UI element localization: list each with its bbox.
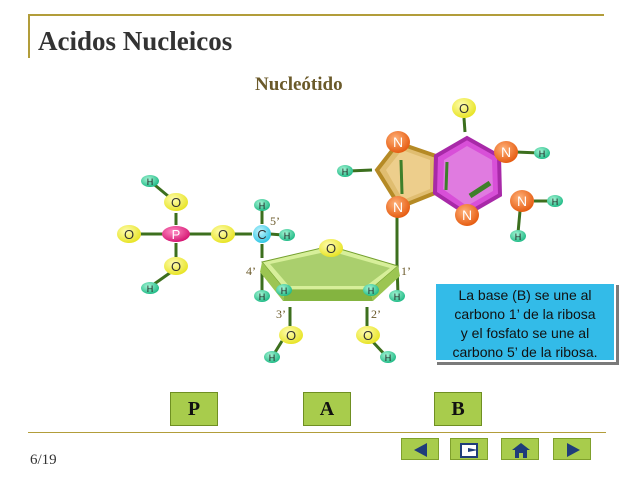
return-icon (460, 443, 478, 458)
slide-title: Acidos Nucleicos (38, 26, 233, 56)
oxygen-atom (211, 225, 235, 243)
hydrogen-atom (254, 199, 270, 211)
oxygen-atom (279, 326, 303, 344)
nitrogen-atom (386, 131, 410, 153)
base-button[interactable]: B (434, 392, 482, 426)
carbon-4-label: 4’ (246, 264, 256, 278)
atom-label-o: O (286, 328, 296, 343)
note-line: carbono 5’ de la ribosa. (452, 344, 598, 360)
atom-label-n: N (517, 193, 527, 209)
home-icon (512, 443, 530, 458)
oxygen-atom (356, 326, 380, 344)
atom-label-n: N (393, 199, 403, 215)
atom-label-h: H (385, 353, 392, 363)
phosphorus-atom (162, 226, 190, 242)
page-indicator: 6/19 (30, 452, 57, 468)
left-accent-bar (28, 14, 30, 58)
carbon-1-label: 1’ (401, 264, 411, 278)
atom-label-h: H (552, 197, 559, 207)
nitrogen-atom (494, 141, 518, 163)
oxygen-atom (164, 257, 188, 275)
hydrogen-atom (264, 351, 280, 363)
atom-label-n: N (501, 144, 511, 160)
atom-label-o: O (326, 241, 336, 256)
nitrogen-atom (455, 204, 479, 226)
hydrogen-atom (276, 284, 292, 296)
atom-label-n: N (462, 207, 472, 223)
atom-label-h: H (259, 201, 266, 211)
atom-label-p: P (172, 227, 181, 242)
atom-label-h: H (368, 286, 375, 296)
hydrogen-atom (254, 290, 270, 302)
nitrogen-atom (510, 190, 534, 212)
atom-label-o: O (363, 328, 373, 343)
previous-button[interactable] (401, 438, 439, 460)
nitrogen-atom (386, 196, 410, 218)
atom-label-o: O (218, 227, 228, 242)
carbon-2-label: 2’ (371, 307, 381, 321)
atom-label-n: N (393, 134, 403, 150)
atom-label-h: H (342, 167, 349, 177)
atom-label-h: H (147, 177, 154, 187)
hydrogen-atom (380, 351, 396, 363)
oxygen-atom (319, 239, 343, 257)
next-button[interactable] (553, 438, 591, 460)
home-button[interactable] (501, 438, 539, 460)
atom-label-h: H (259, 292, 266, 302)
hydrogen-atom (534, 147, 550, 159)
ribose-ring (260, 245, 400, 301)
top-divider (28, 14, 604, 16)
oxygen-atom (164, 193, 188, 211)
carbon-3-label: 3’ (276, 307, 286, 321)
atom-label-h: H (394, 292, 401, 302)
note-line: carbono 1’ de la ribosa (454, 306, 596, 322)
atom-label-o: O (171, 259, 181, 274)
atom-label-o: O (171, 195, 181, 210)
oxygen-atom (452, 98, 476, 118)
atom-label-h: H (147, 284, 154, 294)
note-line: La base (B) se une al (458, 287, 592, 303)
carbon-atom (253, 225, 271, 243)
phosphate-button[interactable]: P (170, 392, 218, 426)
atom-label-h: H (515, 232, 522, 242)
hydrogen-atom (389, 290, 405, 302)
explanation-note: La base (B) se une al carbono 1’ de la r… (434, 282, 616, 362)
carbon-5-label: 5’ (270, 214, 280, 228)
hydrogen-atom (141, 282, 159, 294)
hydrogen-atom (363, 284, 379, 296)
hydrogen-atom (279, 229, 295, 241)
note-line: y el fosfato se une al (460, 325, 590, 341)
previous-arrow-icon (414, 443, 427, 457)
slide-subtitle: Nucleótido (255, 74, 343, 95)
atom-label-h: H (539, 149, 546, 159)
atom-label-o: O (459, 101, 469, 116)
atom-label-o: O (124, 227, 134, 242)
atom-label-c: C (257, 227, 266, 242)
oxygen-atom (117, 225, 141, 243)
hydrogen-atom (141, 175, 159, 187)
hydrogen-atom (547, 195, 563, 207)
atom-label-h: H (284, 231, 291, 241)
bottom-divider (28, 432, 606, 433)
imidazole-ring (374, 140, 439, 210)
pyrimidine-ring (432, 135, 503, 217)
hydrogen-atom (337, 165, 353, 177)
atom-label-h: H (281, 286, 288, 296)
atom-label-h: H (269, 353, 276, 363)
hydrogen-atom (510, 230, 526, 242)
sugar-button[interactable]: A (303, 392, 351, 426)
return-button[interactable] (450, 438, 488, 460)
next-arrow-icon (567, 443, 580, 457)
